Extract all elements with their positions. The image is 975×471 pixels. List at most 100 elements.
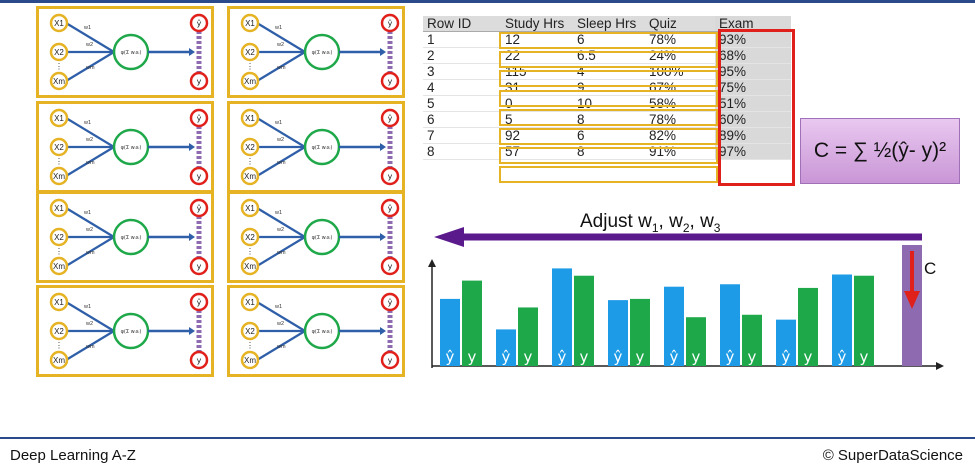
table-cell: 7 <box>423 127 501 144</box>
actual-bar <box>630 298 650 366</box>
node-label: y <box>197 77 202 86</box>
adjust-prefix: Adjust <box>580 211 639 232</box>
input-node <box>240 42 260 62</box>
input-node <box>240 166 260 186</box>
exam-column-highlight <box>718 29 795 186</box>
input-node <box>49 227 69 247</box>
actual-bar <box>574 275 594 366</box>
input-label: X2 <box>245 48 255 57</box>
weight-connection <box>65 236 115 267</box>
weight-label: wm <box>85 160 95 166</box>
prediction-node <box>380 198 400 218</box>
row-highlight <box>499 70 718 88</box>
bar-label: y <box>860 348 869 366</box>
ellipsis-icon: ⋮ <box>246 247 254 256</box>
node-label: ŷ <box>388 204 393 213</box>
bar-label: y <box>468 348 477 366</box>
weight-w3: w <box>700 211 714 232</box>
input-label: Xm <box>244 77 256 86</box>
weight-label: w2 <box>276 137 284 143</box>
input-node <box>49 71 69 91</box>
table-cell: 8 <box>423 143 501 160</box>
actual-bar <box>798 287 818 366</box>
node-label: ŷ <box>197 19 202 28</box>
input-label: X2 <box>54 48 64 57</box>
input-label: Xm <box>53 77 65 86</box>
bar-label: ŷ <box>726 348 735 366</box>
weight-label: w2 <box>85 137 93 143</box>
weight-label: wm <box>85 344 95 350</box>
arrow-head-icon <box>189 327 195 335</box>
prediction-node <box>380 13 400 33</box>
sub-1: 1 <box>651 220 659 235</box>
actual-node <box>189 350 209 370</box>
weight-connection <box>256 146 306 177</box>
ellipsis-icon: ⋮ <box>246 62 254 71</box>
weight-label: w1 <box>274 304 282 310</box>
input-label: X2 <box>54 143 64 152</box>
bar-label: y <box>524 348 533 366</box>
bar-label: ŷ <box>502 348 511 366</box>
node-label: y <box>388 356 393 365</box>
activation-label: φ(Σ wᵢxᵢ) <box>121 50 142 56</box>
bar-label: y <box>692 348 701 366</box>
prediction-node <box>189 198 209 218</box>
prediction-node <box>189 292 209 312</box>
ellipsis-icon: ⋮ <box>55 157 63 166</box>
input-label: X1 <box>245 204 255 213</box>
prediction-node <box>380 292 400 312</box>
input-node <box>240 137 260 157</box>
node-label: y <box>197 172 202 181</box>
sub-3: 3 <box>713 220 721 235</box>
weight-label: w2 <box>276 42 284 48</box>
input-node <box>49 321 69 341</box>
table-cell: 1 <box>423 31 501 48</box>
col-header-exam: Exam <box>715 16 791 32</box>
bar-label: ŷ <box>558 348 567 366</box>
actual-node <box>189 256 209 276</box>
col-header-sleep: Sleep Hrs <box>573 16 645 32</box>
weight-w1: w <box>638 211 652 232</box>
node-label: ŷ <box>388 298 393 307</box>
input-node <box>240 71 260 91</box>
weight-label: wm <box>276 160 286 166</box>
weight-label: w1 <box>83 120 91 126</box>
table-cell: 89% <box>715 127 791 144</box>
sub-2: 2 <box>682 220 690 235</box>
weight-label: w1 <box>274 210 282 216</box>
x-axis-arrow-icon <box>936 362 944 370</box>
table-cell: 9 <box>573 79 645 96</box>
input-label: Xm <box>53 172 65 181</box>
actual-bar <box>686 317 706 366</box>
input-label: X1 <box>54 114 64 123</box>
input-node <box>49 350 69 370</box>
table-cell: 10 <box>573 95 645 112</box>
prediction-node <box>189 13 209 33</box>
table-cell: 60% <box>715 111 791 128</box>
input-node <box>49 292 69 312</box>
prediction-bar <box>608 300 628 366</box>
bar-label: y <box>748 348 757 366</box>
input-node <box>49 137 69 157</box>
weight-label: wm <box>276 344 286 350</box>
bar-label: ŷ <box>670 348 679 366</box>
actual-node <box>380 166 400 186</box>
top-rule <box>0 0 975 3</box>
weight-label: w1 <box>83 210 91 216</box>
weight-connection <box>65 117 115 148</box>
bar-label: y <box>580 348 589 366</box>
table-cell: 58% <box>645 95 715 112</box>
